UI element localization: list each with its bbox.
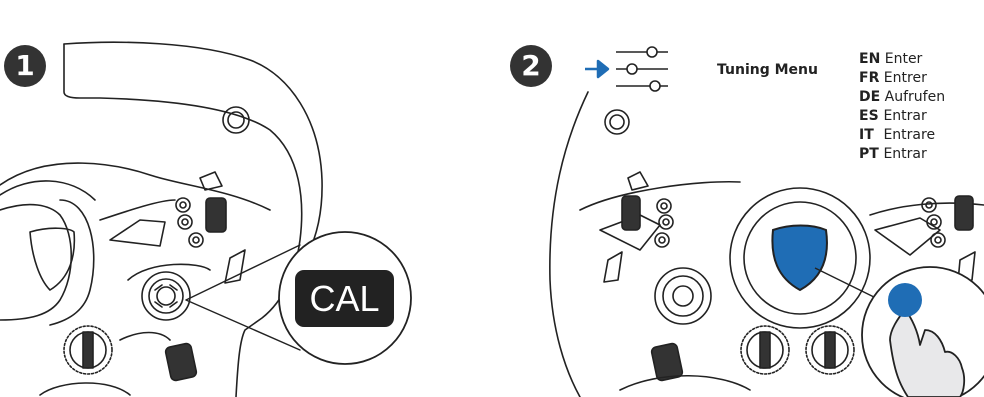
language-row-es: ES Entrar xyxy=(859,107,945,126)
language-action-text: Entrare xyxy=(883,127,936,143)
wheel-right-illustration xyxy=(549,91,984,397)
language-action-text: Entrar xyxy=(883,146,927,162)
language-row-it: IT Entrare xyxy=(859,126,945,145)
language-action-text: Aufrufen xyxy=(884,89,946,105)
tuning-menu-label: Tuning Menu xyxy=(717,62,818,78)
language-code: DE xyxy=(859,89,881,105)
cal-button-label: CAL xyxy=(295,270,394,327)
language-code: IT xyxy=(859,127,874,143)
language-action-text: Entrar xyxy=(883,108,927,124)
language-action-text: Enter xyxy=(884,51,923,67)
rotary-knob-right-1 xyxy=(740,325,790,375)
language-code: EN xyxy=(859,51,881,67)
step-1-badge: 1 xyxy=(4,45,46,87)
language-row-de: DE Aufrufen xyxy=(859,88,945,107)
rotary-knob-right-2 xyxy=(805,325,855,375)
language-code: PT xyxy=(859,146,879,162)
step-2-badge: 2 xyxy=(510,45,552,87)
wheel-left-illustration xyxy=(0,41,412,397)
language-row-fr: FR Entrer xyxy=(859,69,945,88)
language-code: ES xyxy=(859,108,879,124)
language-row-en: EN Enter xyxy=(859,50,945,69)
language-code: FR xyxy=(859,70,880,86)
shield-button-icon xyxy=(771,224,828,292)
finger-press-icon xyxy=(888,283,966,397)
rotary-knob-left xyxy=(63,325,113,375)
language-row-pt: PT Entrar xyxy=(859,145,945,164)
arrow-right-icon xyxy=(585,59,610,79)
language-action-text: Entrer xyxy=(883,70,927,86)
tuning-menu-sliders-icon xyxy=(616,46,668,92)
